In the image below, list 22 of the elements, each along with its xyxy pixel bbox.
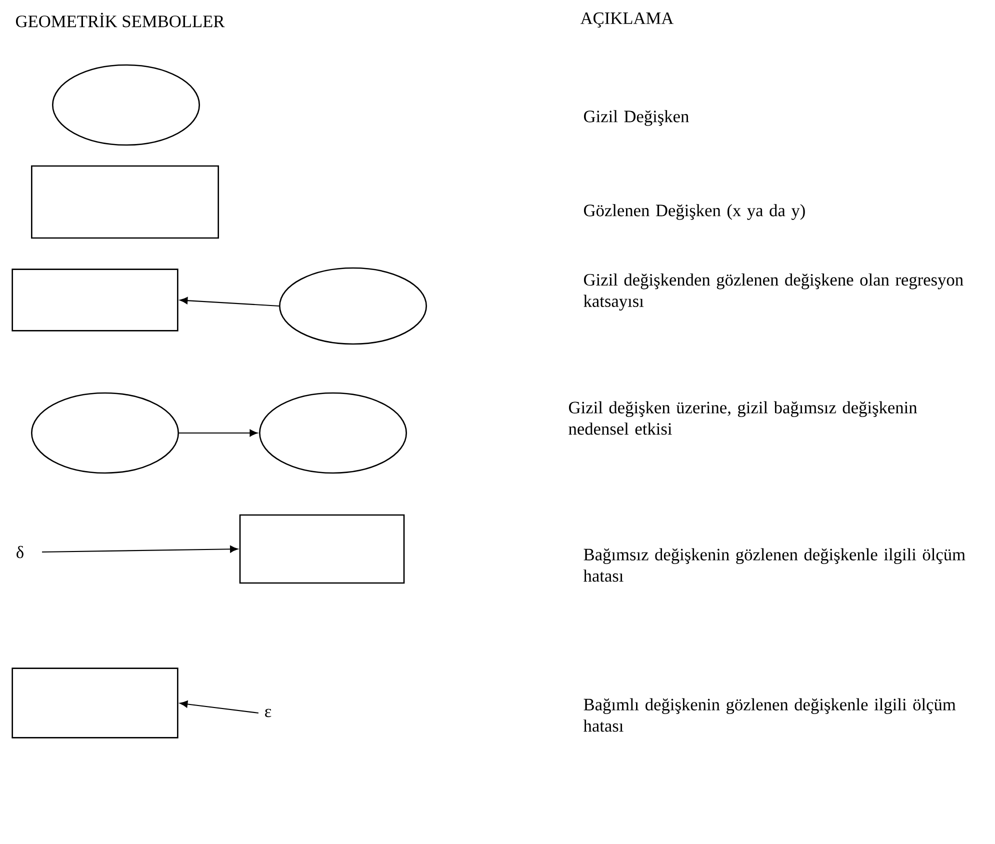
ellipse-symbol — [31, 392, 179, 474]
description-text: Bağımlı değişkenin gözlenen değişkenle ilgili ölçüm hatası — [583, 698, 956, 732]
description-text: Gizil değişkenden gözlenen değişkene olan regresyon katsayısı — [584, 273, 964, 311]
ellipse-symbol — [279, 267, 427, 345]
column-heading: GEOMETRİK SEMBOLLER — [16, 12, 225, 28]
ellipse-symbol — [259, 392, 408, 474]
description-text: Gizil Değişken — [584, 110, 689, 126]
arrow — [42, 546, 238, 553]
rectangle-symbol — [12, 668, 178, 738]
column-heading: AÇIKLAMA — [580, 12, 674, 28]
arrow — [179, 429, 258, 437]
arrow — [180, 297, 280, 307]
rectangle-symbol — [239, 514, 405, 584]
arrow — [180, 700, 258, 714]
description-text: Gözlenen Değişken (x ya da y) — [584, 204, 805, 220]
rectangle-symbol — [12, 268, 178, 332]
rectangle-symbol — [31, 165, 219, 239]
description-text: Gizil değişken üzerine, gizil bağımsız değişkenin nedensel etkisi — [568, 401, 918, 435]
description-text: Bağımsız değişkenin gözlenen değişkenle ilgili ölçüm hatası — [583, 548, 966, 582]
symbol-label: δ — [16, 546, 24, 558]
symbol-label: ε — [265, 708, 272, 718]
ellipse-symbol — [52, 64, 200, 146]
